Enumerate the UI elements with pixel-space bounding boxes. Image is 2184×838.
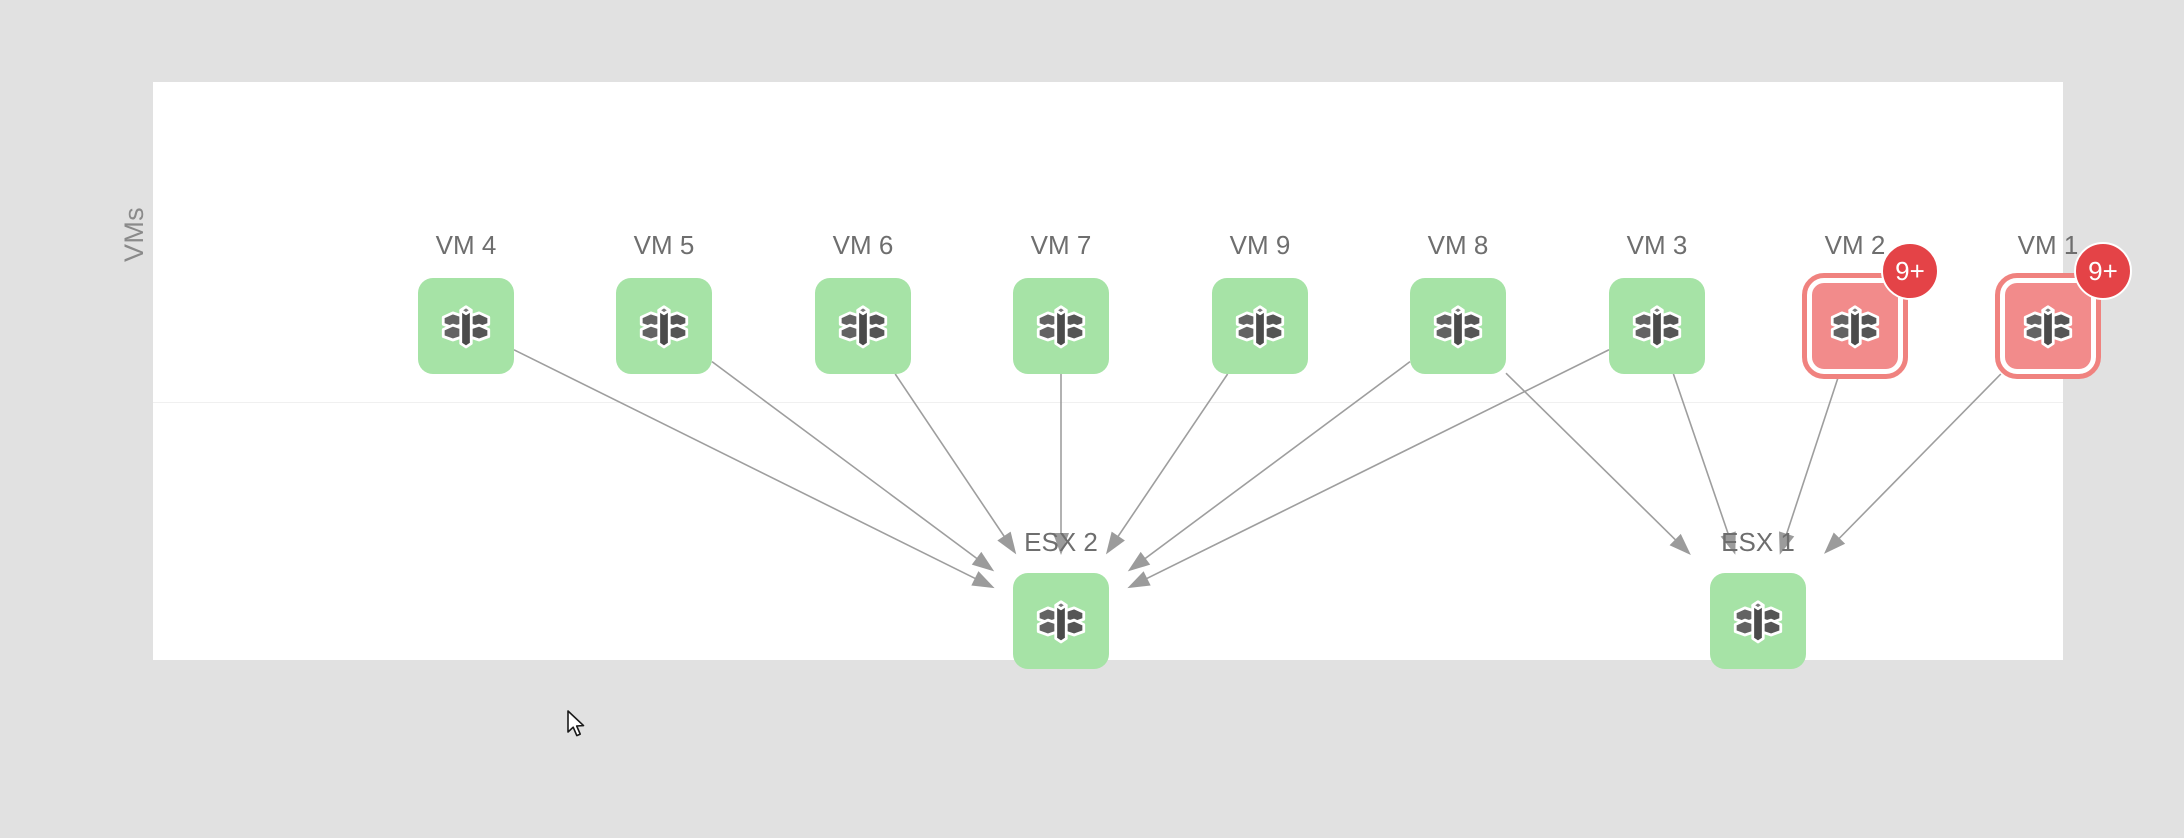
arrowhead-vm6-to-esx2 [997,531,1017,555]
server-icon [1036,600,1086,644]
hypervisor-label-esx1: ESX 1 [1721,527,1795,557]
edge-vm8-to-esx2 [1130,361,1411,570]
vm-label-vm9: VM 9 [1229,230,1291,260]
vm-node-vm6[interactable] [815,278,911,374]
vm-node-vm3[interactable] [1609,278,1705,374]
arrowhead-vm5-to-esx2 [971,551,995,572]
vm-node-vm9[interactable] [1212,278,1308,374]
mouse-pointer-icon [567,710,585,737]
vm-node-vm2[interactable] [1802,273,1908,379]
lane-divider [153,402,2063,403]
edge-vm2-to-esx1 [1780,373,1840,552]
server-icon [1733,600,1783,644]
edge-layer [513,349,2002,589]
vm-label-vm6: VM 6 [832,230,894,260]
server-icon [1632,305,1682,349]
vm-label-vm2: VM 2 [1824,230,1886,260]
server-icon [639,305,689,349]
vm-node-vm5[interactable] [616,278,712,374]
vm-node-vm1[interactable] [1995,273,2101,379]
vm-label-vm1: VM 1 [2017,230,2079,260]
edge-vm3-to-esx2 [1130,349,1610,588]
alert-badge-vm2[interactable]: 9+ [1881,242,1939,300]
vm-label-vm3: VM 3 [1626,230,1688,260]
vm-label-vm4: VM 4 [435,230,497,260]
arrowhead-vm4-to-esx2 [971,571,995,589]
arrowhead-vm3-to-esx1 [1720,531,1736,555]
hypervisor-node-esx1[interactable] [1710,573,1806,669]
edge-vm9-to-esx2 [1107,373,1229,552]
hypervisor-node-esx2[interactable] [1013,573,1109,669]
server-icon [1830,305,1880,349]
vm-label-vm5: VM 5 [633,230,695,260]
vm-node-vm8[interactable] [1410,278,1506,374]
server-icon [1433,305,1483,349]
vm-label-vm7: VM 7 [1030,230,1092,260]
edge-vm8-to-esx1 [1505,372,1689,553]
edge-vm3-to-esx1 [1672,373,1735,552]
arrowhead-vm1-to-esx1 [1824,532,1846,554]
lane-label-vms: VMs [118,206,149,262]
edge-vm5-to-esx2 [711,361,992,570]
vm-node-vm4[interactable] [418,278,514,374]
arrowhead-vm8-to-esx1 [1669,533,1691,555]
hypervisor-label-esx2: ESX 2 [1024,527,1098,557]
server-icon [2023,305,2073,349]
arrowhead-vm8-to-esx2 [1127,551,1151,572]
arrowhead-vm3-to-esx2 [1127,571,1151,589]
server-icon [1036,305,1086,349]
edge-vm4-to-esx2 [513,349,992,588]
arrowhead-vm2-to-esx1 [1779,531,1795,555]
server-icon [838,305,888,349]
alert-badge-vm1[interactable]: 9+ [2074,242,2132,300]
arrowhead-vm9-to-esx2 [1105,531,1125,555]
vm-label-vm8: VM 8 [1427,230,1489,260]
server-icon [1235,305,1285,349]
edge-vm6-to-esx2 [894,373,1015,552]
edge-vm1-to-esx1 [1826,373,2002,552]
server-icon [441,305,491,349]
vm-node-vm7[interactable] [1013,278,1109,374]
arrowhead-vm7-to-esx2 [1053,533,1069,555]
